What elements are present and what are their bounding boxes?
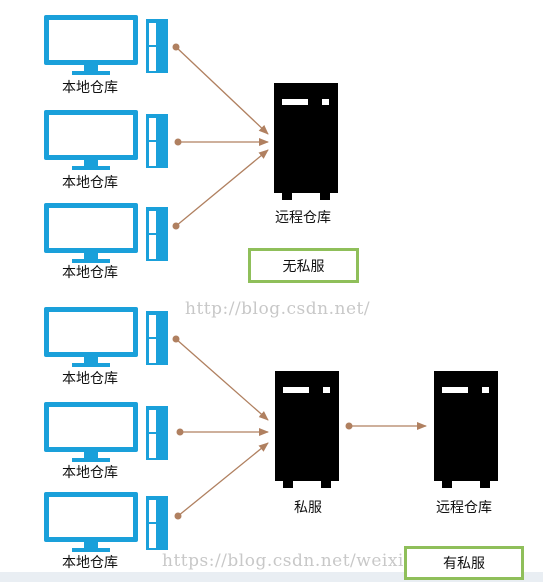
remote-repo-label: 远程仓库 [275,210,331,226]
local-computer-icon [44,203,168,263]
local-repo-label: 本地仓库 [62,555,118,571]
arrows-bottom [172,335,427,520]
private-server-label: 私服 [294,500,322,516]
remote-repo-label: 远程仓库 [436,500,492,516]
local-computer-icon [44,307,168,367]
local-repo-label: 本地仓库 [62,80,118,96]
private-server-icon [275,371,339,488]
has-private-server-box: 有私服 [404,546,524,580]
arrows-top [172,43,269,230]
local-computer-icon [44,492,168,552]
local-repo-label: 本地仓库 [62,175,118,191]
remote-server-icon [274,83,338,200]
local-repo-label: 本地仓库 [62,465,118,481]
local-repo-label: 本地仓库 [62,265,118,281]
watermark-text: http://blog.csdn.net/ [185,299,371,319]
bottom-bar [0,572,543,582]
remote-server-icon [434,371,498,488]
no-private-server-box: 无私服 [248,248,359,283]
local-repo-label: 本地仓库 [62,371,118,387]
local-computer-icon [44,110,168,170]
local-computer-icon [44,402,168,462]
local-computer-icon [44,15,168,75]
